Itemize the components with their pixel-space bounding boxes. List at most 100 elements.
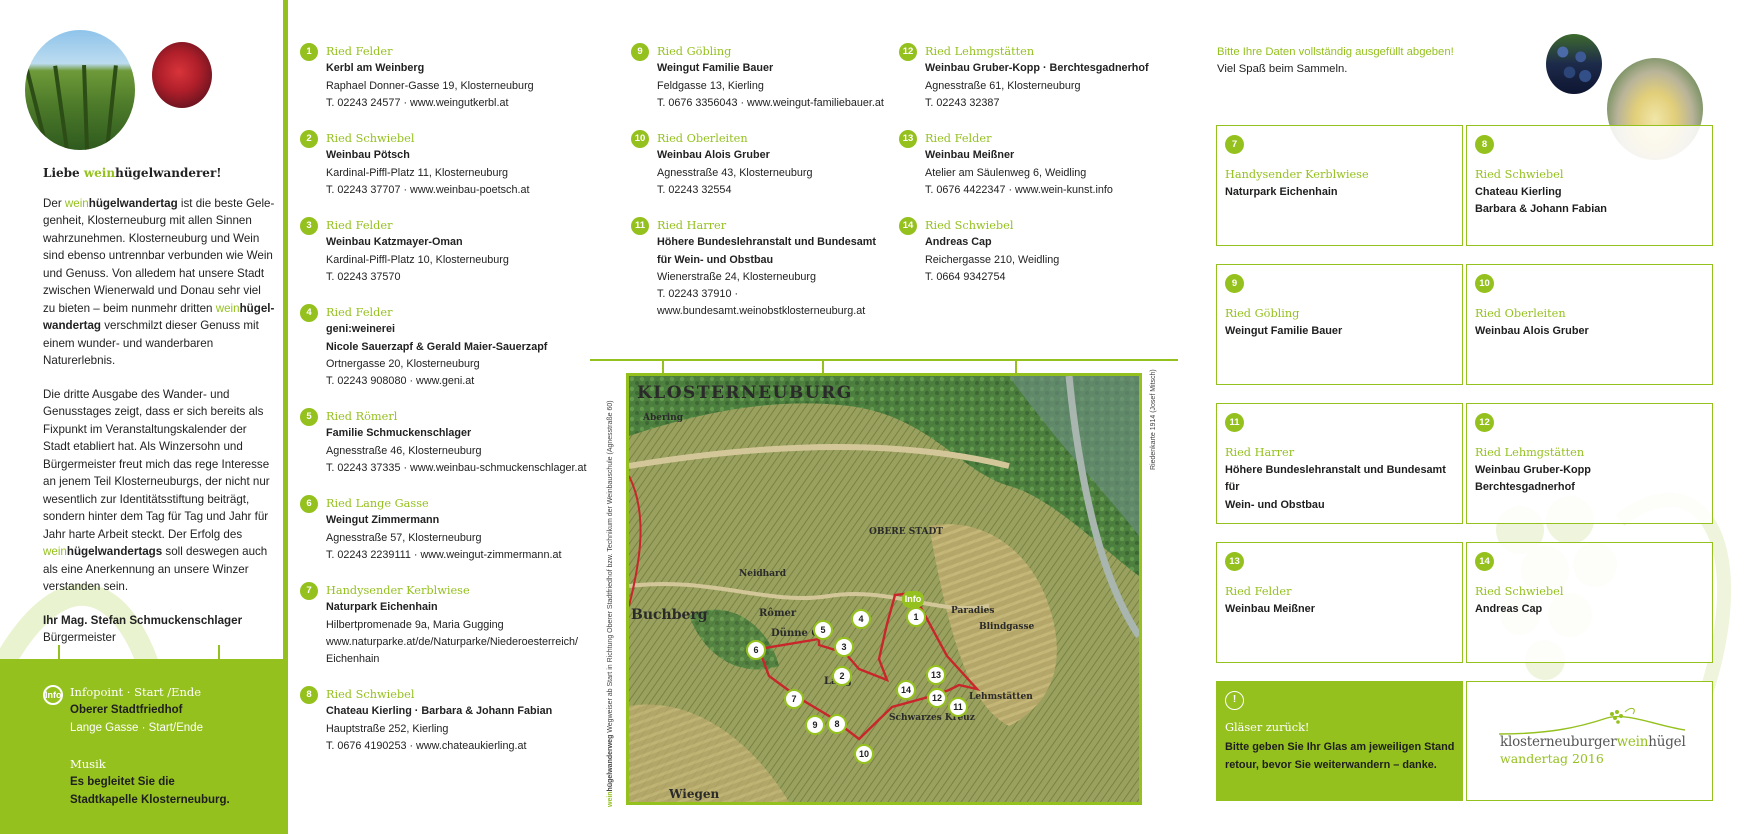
station-winery: Kerbl am Weinberg — [326, 62, 425, 75]
station-vineyard: Ried Oberleiten — [657, 132, 748, 145]
music-line-2: Stadtkapelle Klosterneuburg. — [70, 794, 230, 806]
map-tab-decoration — [1015, 361, 1017, 373]
station-winery: Weingut Familie Bauer — [657, 62, 774, 75]
map-marker-8[interactable]: 8 — [827, 714, 847, 734]
stamp-vineyard: Ried Schwiebel — [1475, 168, 1564, 181]
stamp-number-badge: 7 — [1225, 135, 1244, 154]
stamp-number-badge: 14 — [1475, 552, 1494, 571]
map-marker-2[interactable]: 2 — [832, 666, 852, 686]
station-number-badge: 11 — [631, 217, 649, 235]
logo-wordmark: klosterneuburgerweinhügel — [1500, 734, 1686, 750]
signature-role: Bürgermeister — [43, 631, 116, 644]
station-vineyard: Ried Felder — [326, 306, 393, 319]
station-winery: Chateau Kierling · Barbara & Johann Fabi… — [326, 705, 553, 718]
map-marker-10[interactable]: 10 — [854, 744, 874, 764]
map-label: Lehmstätten — [969, 691, 1033, 702]
infopoint-address: Lange Gasse · Start/Ende — [70, 722, 203, 734]
stamp-winery: Chateau Kierling — [1475, 185, 1562, 198]
station-number-badge: 13 — [899, 130, 917, 148]
station-detail: T. 02243 2239111 · www.weingut-zimmerman… — [326, 548, 562, 561]
map-marker-14[interactable]: 14 — [896, 680, 916, 700]
welcome-letter: Liebe weinhügelwanderer! Der weinhügelwa… — [43, 165, 275, 647]
map-marker-9[interactable]: 9 — [805, 715, 825, 735]
station-detail: T. 0664 9342754 — [925, 270, 1006, 283]
stamp-winery-2: Barbara & Johann Fabian — [1475, 203, 1607, 215]
stamp-vineyard: Ried Oberleiten — [1475, 307, 1566, 320]
event-logo: klosterneuburgerweinhügel wandertag 2016 — [1466, 681, 1713, 801]
welcome-heading: Liebe weinhügelwanderer! — [43, 166, 222, 180]
map-label: Neidhard — [739, 569, 787, 579]
intro-panel: Liebe weinhügelwanderer! Der weinhügelwa… — [0, 0, 286, 834]
map-label: Buchberg — [631, 607, 708, 623]
station-vineyard: Ried Felder — [326, 45, 393, 58]
stamp-vineyard: Ried Harrer — [1225, 446, 1295, 459]
map-tab-decoration — [662, 361, 664, 373]
map-caption-route: weinhügelwanderweg Wegweiser ab Start in… — [607, 400, 614, 807]
vineyard-map[interactable]: KLOSTERNEUBURG Abering OBERE STADT Neidh… — [626, 373, 1142, 805]
glass-return-box: ! Gläser zurück! Bitte geben Sie Ihr Gla… — [1216, 681, 1463, 801]
grapes-photo — [152, 42, 212, 108]
station-detail: T. 02243 32387 — [925, 96, 1000, 109]
stamp-number-badge: 13 — [1225, 552, 1244, 571]
map-marker-13[interactable]: 13 — [926, 665, 946, 685]
station-detail: www.naturparke.at/de/Naturparke/Niederoe… — [326, 635, 579, 648]
stamp-number-badge: 12 — [1475, 413, 1494, 432]
station-winery: Weinbau Meißner — [925, 149, 1015, 162]
station-winery: Weinbau Alois Gruber — [657, 149, 770, 162]
station-detail: T. 02243 37910 · — [657, 288, 739, 301]
map-label: Wiegen — [668, 787, 719, 801]
station-winery: Höhere Bundeslehranstalt und Bundesamt — [657, 236, 876, 249]
station-detail: Agnesstraße 57, Klosterneuburg — [326, 531, 482, 544]
infopoint-box: Info Infopoint · Start /Ende Oberer Stad… — [0, 645, 284, 834]
glass-return-title: Gläser zurück! — [1225, 721, 1310, 734]
station-detail: Atelier am Säulenweg 6, Weidling — [925, 166, 1087, 179]
station-detail: Agnesstraße 46, Klosterneuburg — [326, 444, 482, 457]
map-marker-12[interactable]: 12 — [927, 688, 947, 708]
station-winery: Weinbau Gruber-Kopp · Berchtesgadnerhof — [925, 62, 1149, 75]
map-marker-1[interactable]: 1 — [906, 607, 926, 627]
station-number-badge: 10 — [631, 130, 649, 148]
station-winery: geni:weinerei — [326, 323, 395, 336]
map-marker-info[interactable]: Info — [902, 591, 924, 608]
stamp-number-badge: 11 — [1225, 413, 1244, 432]
stamp-number-badge: 9 — [1225, 274, 1244, 293]
map-canvas: KLOSTERNEUBURG Abering OBERE STADT Neidh… — [629, 376, 1139, 802]
station-vineyard: Ried Lange Gasse — [326, 497, 429, 510]
map-label: Schwarzes Kreuz — [889, 713, 975, 723]
stamp-winery: Weinbau Alois Gruber — [1475, 324, 1589, 337]
station-number-badge: 3 — [300, 217, 318, 235]
map-marker-6[interactable]: 6 — [746, 640, 766, 660]
vine-logo-icon — [1498, 707, 1686, 735]
infopoint-place: Oberer Stadtfriedhof — [70, 704, 183, 716]
stamp-number-badge: 8 — [1475, 135, 1494, 154]
station-vineyard: Ried Schwiebel — [925, 219, 1014, 232]
logo-subline: wandertag 2016 — [1500, 751, 1604, 766]
station-detail: Reichergasse 210, Weidling — [925, 253, 1060, 266]
intro-instruction: Bitte Ihre Daten vollständig ausgefüllt … — [1217, 46, 1454, 58]
stamp-vineyard: Ried Lehmgstätten — [1475, 446, 1585, 459]
map-marker-7[interactable]: 7 — [784, 689, 804, 709]
map-marker-4[interactable]: 4 — [851, 609, 871, 629]
map-label: Dünne Gai — [771, 628, 830, 639]
map-marker-3[interactable]: 3 — [834, 637, 854, 657]
music-line-1: Es begleitet Sie die — [70, 776, 175, 788]
station-vineyard: Ried Felder — [326, 219, 393, 232]
station-vineyard: Ried Harrer — [657, 219, 727, 232]
map-marker-5[interactable]: 5 — [813, 620, 833, 640]
station-detail: T. 0676 4422347 · www.wein-kunst.info — [925, 183, 1113, 196]
map-marker-11[interactable]: 11 — [948, 697, 968, 717]
signature: Ihr Mag. Stefan Schmuckenschlager — [43, 613, 243, 627]
